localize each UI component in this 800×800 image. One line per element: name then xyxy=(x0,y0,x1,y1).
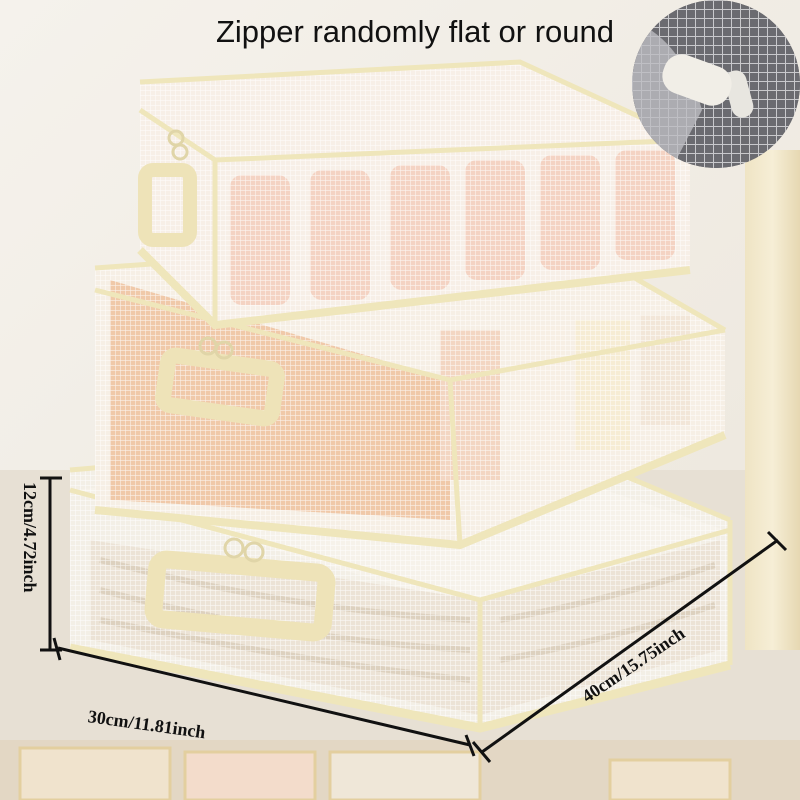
small-storage-bag xyxy=(137,59,692,330)
lower-organizers xyxy=(18,746,732,800)
curtain xyxy=(745,150,800,650)
height-dimension-label: 12cm/4.72inch xyxy=(20,482,40,593)
dimension-lines xyxy=(40,476,788,763)
zipper-closeup xyxy=(632,0,800,168)
caption-text: Zipper randomly flat or round xyxy=(215,14,615,49)
zipper-detail-inset xyxy=(632,0,800,168)
zipper-pull-icon xyxy=(724,70,754,118)
